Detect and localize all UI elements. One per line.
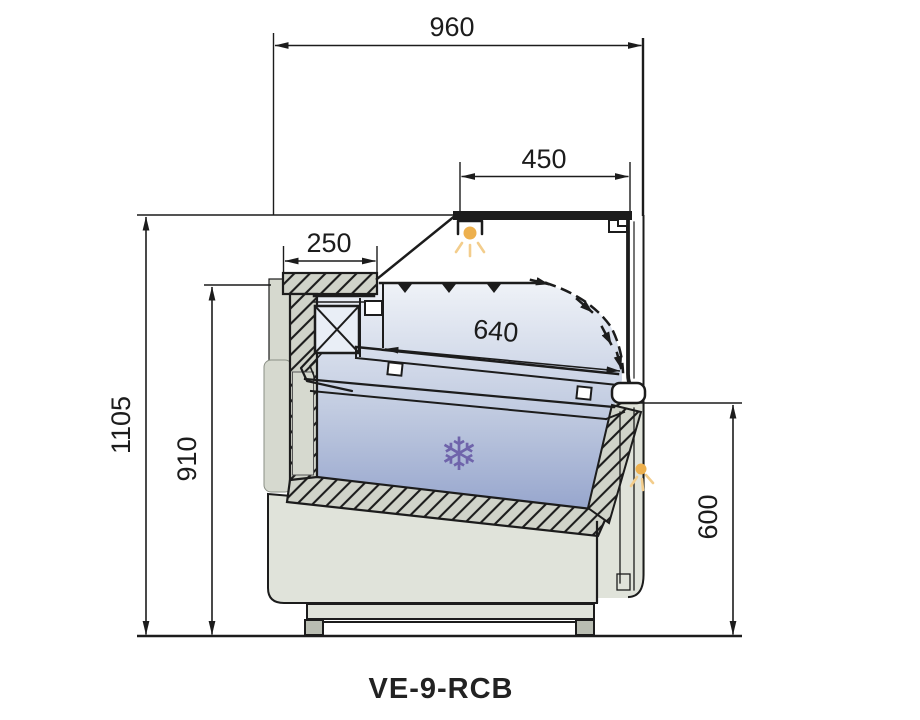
dimension-rear-top-depth: 250 xyxy=(284,228,376,265)
deck-clip xyxy=(386,361,404,377)
deck-clip xyxy=(575,385,593,401)
dimension-front-panel-height: 600 xyxy=(693,404,737,635)
canopy-glass-bracket xyxy=(608,219,628,233)
dim-label-canopy-width: 450 xyxy=(521,144,566,174)
canopy-and-glass xyxy=(375,211,655,599)
dim-label-front-panel-height: 600 xyxy=(693,494,723,539)
airflow-arrow-icon xyxy=(600,325,613,346)
dim-label-deck-length: 640 xyxy=(472,314,520,348)
chilled-display-area xyxy=(317,284,622,513)
dimension-deck-length: 640 xyxy=(384,314,621,374)
airflow-down-arrow-icon xyxy=(487,284,501,293)
extension-lines xyxy=(137,33,742,638)
front-panel-step xyxy=(616,573,631,591)
airflow-down-arrow-icon xyxy=(398,284,412,293)
dim-label-worktop-height: 910 xyxy=(172,436,202,481)
rear-panel-lower xyxy=(263,359,293,493)
airflow-down-arrow-icon xyxy=(442,284,456,293)
rear-duct-liner xyxy=(292,371,314,476)
hatch-front-wall xyxy=(586,403,643,525)
dimension-canopy-width: 450 xyxy=(461,144,629,180)
dimension-worktop-height: 910 xyxy=(172,286,216,635)
dim-label-overall-height: 1105 xyxy=(106,396,136,454)
air-duct-bend xyxy=(299,351,354,393)
foot xyxy=(304,619,324,636)
canopy xyxy=(453,211,632,220)
hatch-bottom-band xyxy=(285,475,611,538)
front-lamp-icon xyxy=(629,463,655,492)
canopy-lamp-icon xyxy=(454,226,486,258)
snowflake-icon: ❄ xyxy=(440,428,479,480)
frame-clip xyxy=(364,300,383,316)
front-outer-edge xyxy=(627,215,645,599)
airflow-arrow-icon xyxy=(575,297,594,314)
model-label: VE-9-RCB xyxy=(369,673,514,705)
plinth xyxy=(304,520,599,636)
dim-label-rear-top-depth: 250 xyxy=(306,228,351,258)
dim-label-overall-width: 960 xyxy=(429,12,474,42)
airflow-arrow-icon xyxy=(529,277,550,286)
front-sill-profile xyxy=(610,381,647,405)
dimension-overall-height: 1105 xyxy=(106,216,150,635)
insulation-hatching xyxy=(281,271,643,538)
hatch-top-band xyxy=(281,271,379,296)
plinth-recess xyxy=(306,603,595,620)
foot xyxy=(575,619,595,636)
canopy-support xyxy=(375,213,458,281)
dimension-overall-width: 960 xyxy=(274,12,642,49)
